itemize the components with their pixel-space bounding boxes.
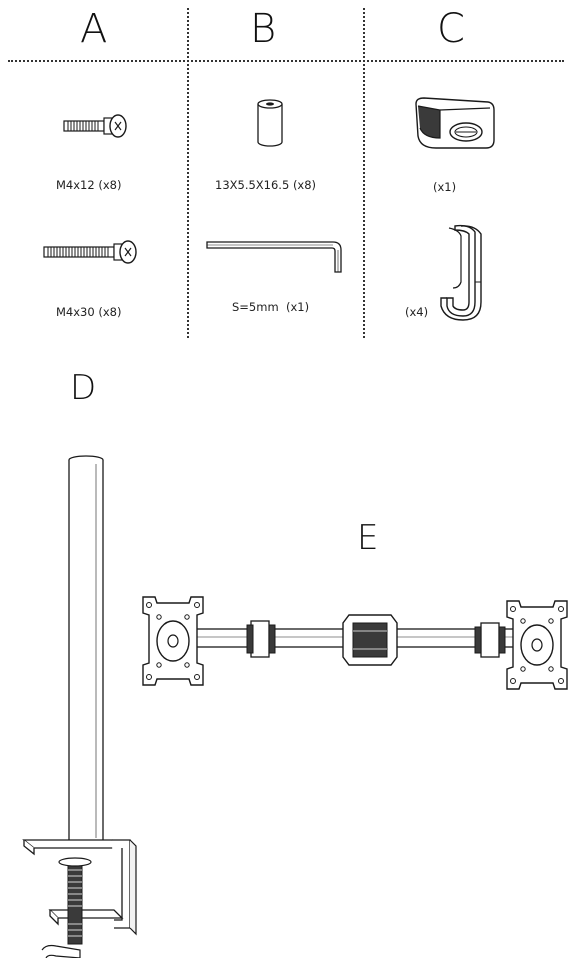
section-letter-d: D (70, 368, 97, 408)
column-letter-a: A (80, 6, 108, 52)
cable-hook-label: (x4) (405, 305, 429, 319)
cable-clip-illustration (415, 97, 495, 149)
header-divider (8, 60, 564, 62)
cable-clip-label: (x1) (433, 180, 457, 194)
section-letter-e: E (357, 518, 379, 558)
screw-short-label: M4x12 (x8) (56, 178, 122, 192)
column-divider-ab (187, 8, 189, 338)
column-letter-c: C (437, 6, 465, 52)
screw-long-label: M4x30 (x8) (56, 305, 122, 319)
screw-long-illustration (43, 240, 137, 264)
pole-clamp-illustration (22, 455, 137, 958)
spacer-label: 13X5.5X16.5 (x8) (215, 178, 317, 192)
screw-short-illustration (63, 114, 127, 138)
dual-arm-illustration (142, 596, 568, 690)
hex-key-label: S=5mm (x1) (232, 300, 310, 314)
hex-key-illustration (206, 241, 342, 273)
cable-hook-illustration (440, 224, 482, 321)
spacer-illustration (257, 99, 283, 147)
column-letter-b: B (250, 6, 277, 52)
column-divider-bc (363, 8, 365, 338)
